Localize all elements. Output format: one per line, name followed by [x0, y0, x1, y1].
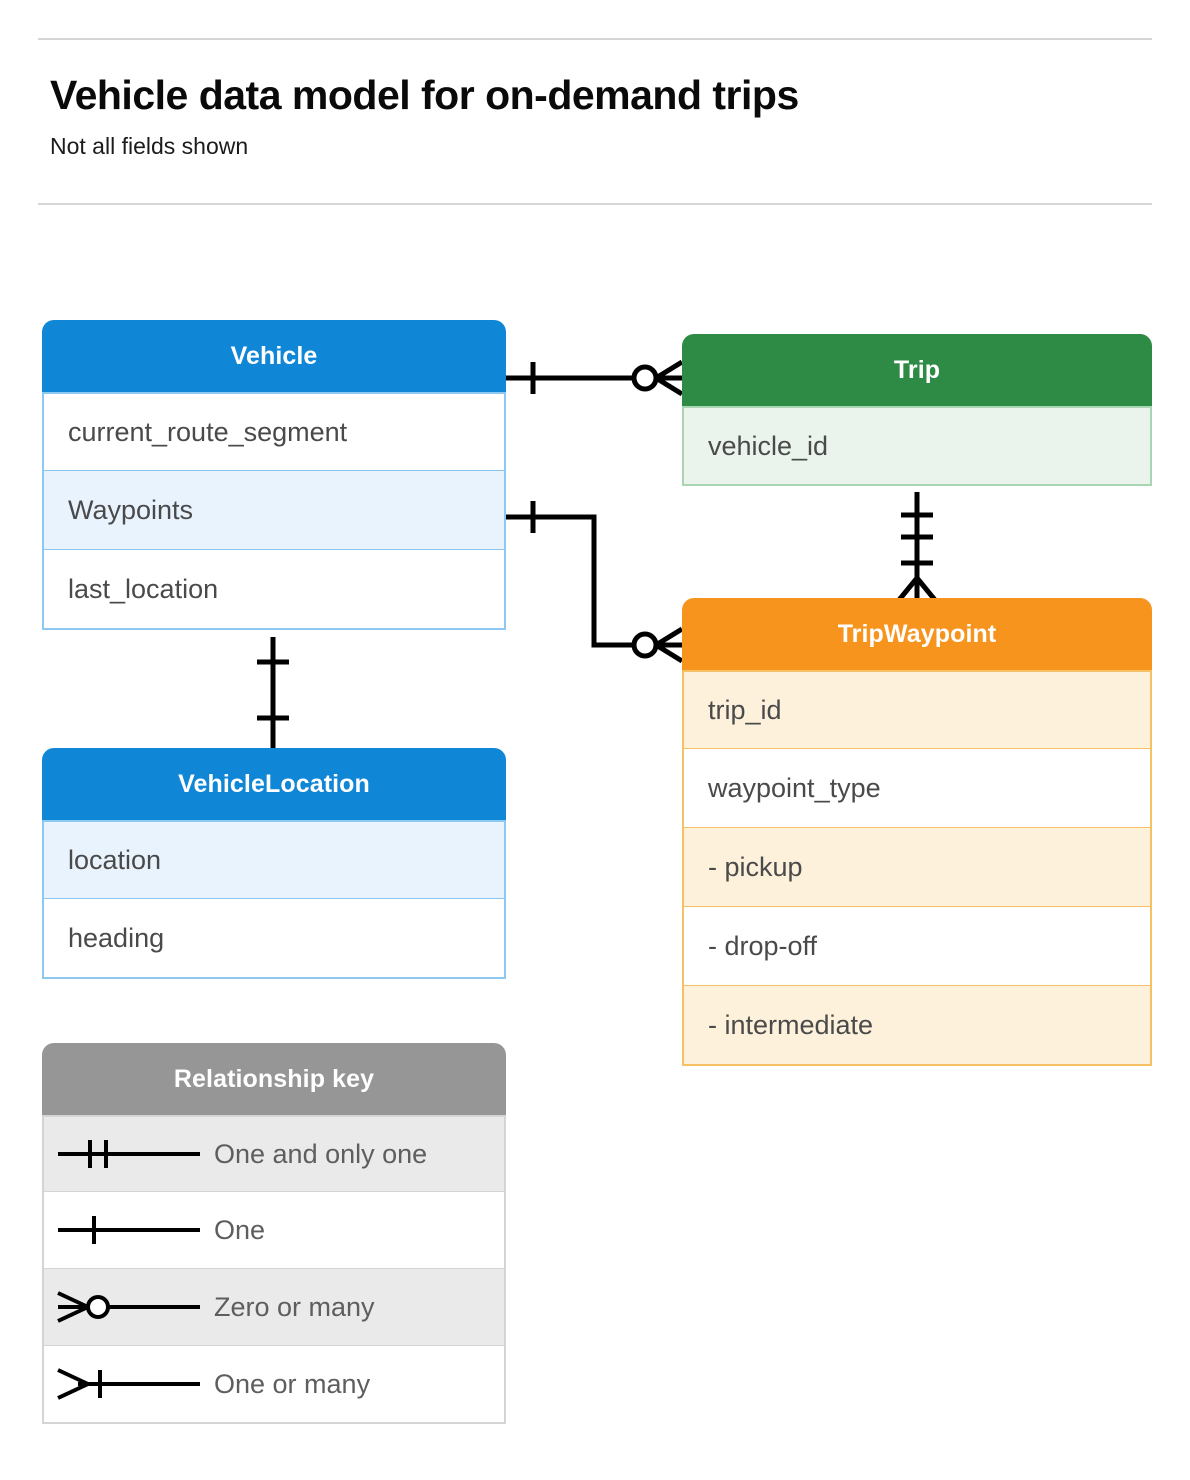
entity-trip-waypoint-title: TripWaypoint — [682, 598, 1152, 670]
one-icon — [44, 1210, 214, 1250]
entity-trip[interactable]: Trip vehicle_id — [682, 334, 1152, 486]
zero-or-many-icon — [44, 1287, 214, 1327]
legend-item-label: One and only one — [214, 1138, 428, 1169]
field-row: location — [42, 820, 506, 900]
relationship-key-legend[interactable]: Relationship key One and only one — [42, 1043, 506, 1424]
entity-vehicle-location-title: VehicleLocation — [42, 748, 506, 820]
crow-bot-waypoints — [654, 642, 684, 664]
legend-title: Relationship key — [42, 1043, 506, 1115]
one-or-many-icon — [44, 1364, 214, 1404]
entity-vehicle-title: Vehicle — [42, 320, 506, 392]
crow-right-tripwaypoint — [915, 576, 937, 602]
crow-left-tripwaypoint — [897, 576, 919, 602]
circle-zero-waypoints-tripwaypoint — [631, 631, 659, 659]
entity-vehicle[interactable]: Vehicle current_route_segment Waypoints … — [42, 320, 506, 630]
field-row: waypoint_type — [682, 749, 1152, 829]
field-row: trip_id — [682, 670, 1152, 750]
entity-trip-title: Trip — [682, 334, 1152, 406]
field-row: - intermediate — [682, 986, 1152, 1066]
crow-top-waypoints — [654, 626, 684, 648]
circle-zero-vehicle-trip — [631, 364, 659, 392]
legend-item-label: One — [214, 1214, 266, 1245]
field-row: - pickup — [682, 828, 1152, 908]
field-row: heading — [42, 899, 506, 979]
legend-item-zero-or-many: Zero or many — [42, 1269, 506, 1347]
legend-item-label: Zero or many — [214, 1291, 375, 1322]
entity-vehicle-location-fields: location heading — [42, 820, 506, 979]
header-divider-top — [38, 38, 1152, 40]
entity-trip-waypoint-fields: trip_id waypoint_type - pickup - drop-of… — [682, 670, 1152, 1066]
entity-trip-fields: vehicle_id — [682, 406, 1152, 486]
field-row: current_route_segment — [42, 392, 506, 472]
line-waypoints-tripwaypoint — [506, 514, 682, 648]
legend-item-one-and-only-one: One and only one — [42, 1115, 506, 1193]
entity-trip-waypoint[interactable]: TripWaypoint trip_id waypoint_type - pic… — [682, 598, 1152, 1066]
field-row: last_location — [42, 550, 506, 630]
legend-item-one: One — [42, 1192, 506, 1270]
entity-vehicle-fields: current_route_segment Waypoints last_loc… — [42, 392, 506, 630]
crow-top-vehicle-trip — [654, 359, 684, 381]
entity-vehicle-location[interactable]: VehicleLocation location heading — [42, 748, 506, 979]
page-subtitle: Not all fields shown — [50, 133, 249, 159]
field-row: vehicle_id — [682, 406, 1152, 486]
legend-item-label: One or many — [214, 1368, 371, 1399]
field-row: - drop-off — [682, 907, 1152, 987]
field-row: Waypoints — [42, 471, 506, 551]
header-divider-bottom — [38, 203, 1152, 205]
crow-bot-vehicle-trip — [654, 375, 684, 397]
legend-rows: One and only one One — [42, 1115, 506, 1424]
legend-item-one-or-many: One or many — [42, 1346, 506, 1424]
one-and-only-one-icon — [44, 1134, 214, 1174]
page-title: Vehicle data model for on-demand trips — [50, 72, 799, 118]
